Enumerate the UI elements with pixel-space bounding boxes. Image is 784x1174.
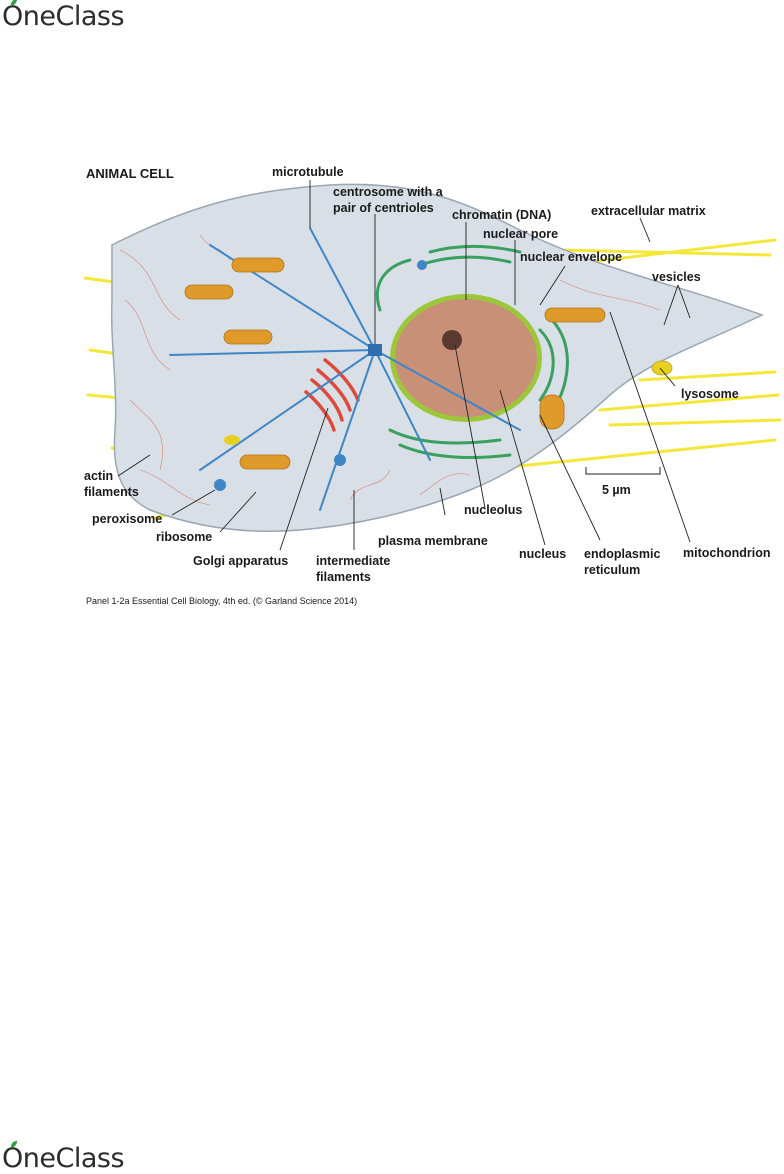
label-plasma-membrane: plasma membrane [378, 534, 488, 548]
label-intermediate-line1: intermediate [316, 554, 390, 568]
mitochondria [184, 257, 606, 470]
lysosome [651, 360, 673, 376]
label-chromatin: chromatin (DNA) [452, 208, 551, 222]
label-actin-line2: filaments [84, 485, 139, 499]
label-er-line1: endoplasmic [584, 547, 660, 561]
peroxisome-2 [417, 260, 427, 270]
lysosome-2 [224, 435, 240, 445]
diagram-title: ANIMAL CELL [86, 166, 174, 181]
centrosome [368, 344, 382, 356]
actin-filaments [119, 234, 661, 506]
leader-lines [117, 180, 691, 551]
label-scale-bar: 5 µm [602, 483, 631, 497]
label-actin-line1: actin [84, 469, 113, 483]
label-nuclear-envelope: nuclear envelope [520, 250, 622, 264]
label-mitochondrion: mitochondrion [683, 546, 771, 560]
logo-o: O [2, 0, 23, 32]
label-peroxisome: peroxisome [92, 512, 162, 526]
label-centrosome-line2: pair of centrioles [333, 201, 434, 215]
microtubules [169, 227, 521, 511]
leaf-icon [10, 1140, 18, 1149]
label-golgi-apparatus: Golgi apparatus [193, 554, 288, 568]
peroxisome-3 [334, 454, 346, 466]
label-er-line2: reticulum [584, 563, 640, 577]
logo-text: neClass [22, 1, 125, 32]
figure-caption: Panel 1-2a Essential Cell Biology, 4th e… [86, 596, 357, 606]
label-nuclear-pore: nuclear pore [483, 227, 558, 241]
label-nucleus: nucleus [519, 547, 566, 561]
nucleus [390, 294, 542, 422]
label-intermediate-line2: filaments [316, 570, 371, 584]
label-lysosome: lysosome [681, 387, 739, 401]
nucleolus [442, 330, 462, 350]
label-nucleolus: nucleolus [464, 503, 522, 517]
logo-text-footer: neClass [22, 1143, 125, 1174]
label-ribosome: ribosome [156, 530, 212, 544]
label-centrosome-line1: centrosome with a [333, 185, 444, 199]
endoplasmic-reticulum [375, 244, 569, 459]
label-vesicles: vesicles [652, 270, 701, 284]
scale-bar [585, 467, 661, 475]
label-microtubule: microtubule [272, 165, 344, 179]
label-extracellular-matrix: extracellular matrix [591, 204, 706, 218]
peroxisome [214, 479, 226, 491]
leaf-icon [10, 0, 17, 7]
golgi-apparatus [304, 358, 360, 432]
logo-o-footer: O [2, 1140, 23, 1174]
animal-cell-diagram: ANIMAL CELL microtubule centrosome with … [83, 165, 782, 606]
